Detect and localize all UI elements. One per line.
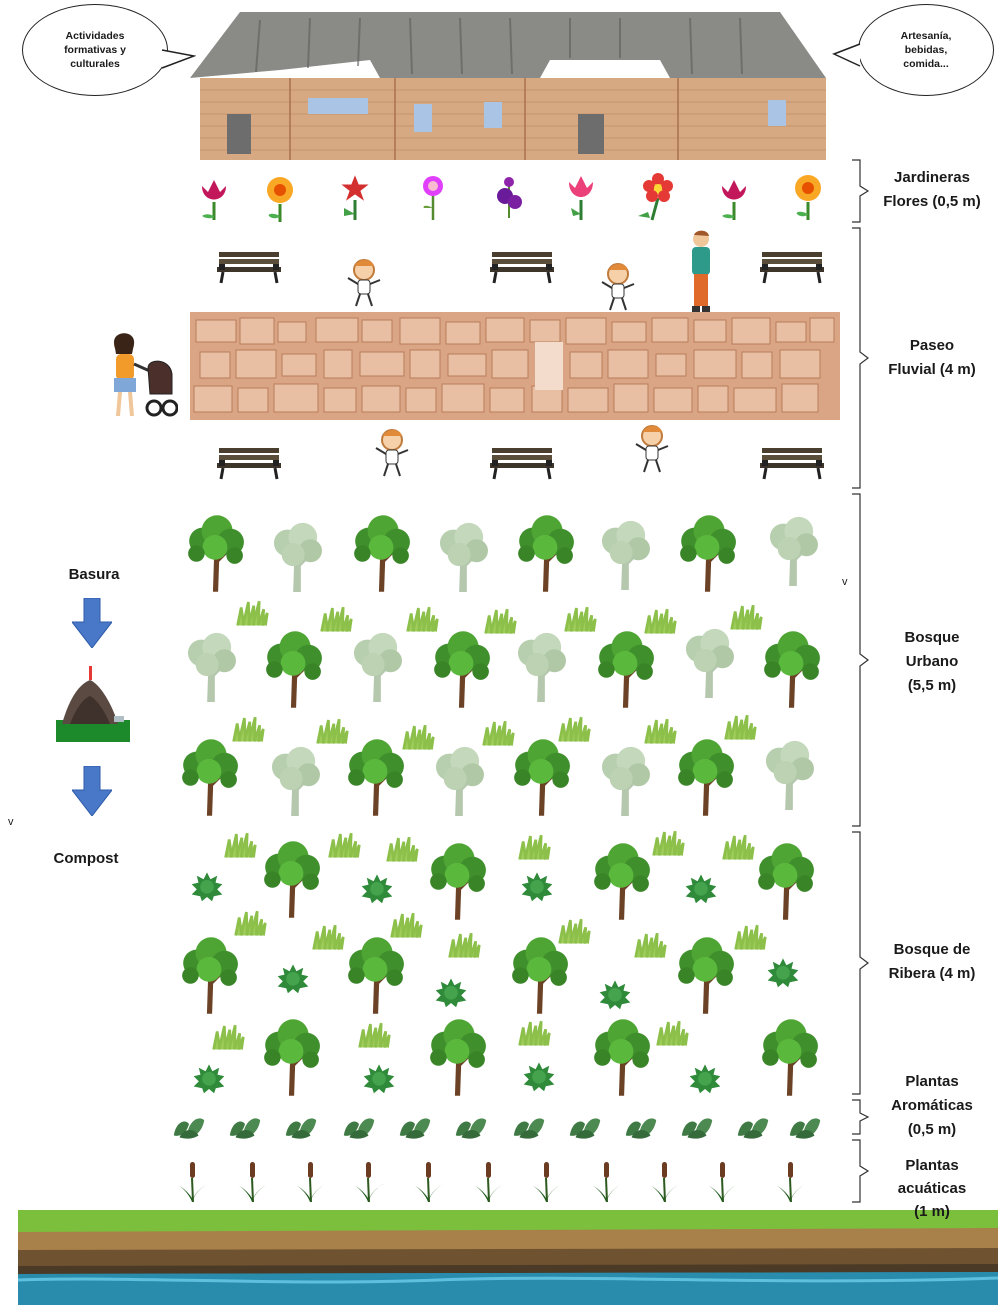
- compost-flow-top-label: Basura: [68, 566, 120, 583]
- child-icon: [344, 258, 384, 308]
- food-speech-bubble: Artesanía, bebidas, comida...: [858, 4, 994, 96]
- riparian-forest: [182, 829, 818, 1096]
- zone-label-acuaticas: Plantas acuáticas (1 m): [897, 1157, 967, 1220]
- light-tree-icon: [769, 516, 818, 586]
- right-bubble-tail: [832, 43, 861, 67]
- aquatic-plants-row: [175, 1161, 807, 1202]
- stray-mark: v: [842, 576, 848, 588]
- zone-brace: [852, 1099, 870, 1135]
- zone-brace: [852, 159, 870, 223]
- purple-orchid-icon: [497, 177, 522, 218]
- bench-icon: [488, 446, 556, 480]
- down-arrow-icon: [72, 598, 112, 648]
- zone-label-jardineras: Jardineras Flores (0,5 m): [883, 169, 981, 210]
- red-flower-icon: [638, 173, 673, 221]
- zone-brace: [852, 227, 869, 489]
- river-bank: [18, 1210, 998, 1305]
- zone-label-paseo: Paseo Fluvial (4 m): [888, 337, 976, 378]
- sunflower-icon: [267, 177, 293, 222]
- compost-flow-bottom-label: Compost: [53, 850, 119, 867]
- tree-icon: [188, 515, 244, 592]
- tulip-magenta-icon: [722, 180, 746, 220]
- tree-icon: [680, 515, 736, 592]
- bench-icon: [758, 446, 826, 480]
- tulip-magenta-icon: [202, 180, 226, 220]
- zone-brace: [852, 831, 869, 1095]
- tree-icon: [354, 515, 410, 592]
- zone-label-bosque-urbano: Bosque Urbano (5,5 m): [904, 629, 960, 694]
- tree-icon: [518, 515, 574, 592]
- light-tree-icon: [601, 520, 650, 590]
- bench-icon: [488, 250, 556, 284]
- compost-heap-icon: [56, 666, 130, 742]
- flower-planters: [202, 172, 821, 222]
- food-bubble-text: Artesanía, bebidas, comida...: [900, 29, 952, 71]
- aromatic-plants-row: [173, 1118, 821, 1139]
- zone-label-aromaticas: Plantas Aromáticas (0,5 m): [891, 1073, 973, 1138]
- child-icon: [372, 428, 412, 478]
- stray-mark: v: [8, 816, 14, 828]
- pink-bud-icon: [423, 176, 443, 220]
- community-building: [190, 12, 826, 160]
- zone-label-bosque-ribera: Bosque de Ribera (4 m): [888, 941, 976, 982]
- tulip-pink-icon: [569, 176, 593, 220]
- stroller-person-icon: [108, 332, 178, 418]
- riverside-stone-path: [190, 312, 840, 420]
- person-icon: [686, 230, 716, 314]
- bench-icon: [758, 250, 826, 284]
- child-icon: [598, 262, 638, 312]
- zone-brace: [852, 493, 869, 827]
- child-icon: [632, 424, 672, 474]
- left-bubble-tail: [161, 49, 196, 69]
- bench-icon: [215, 446, 283, 480]
- light-tree-icon: [273, 522, 322, 592]
- down-arrow-icon: [72, 766, 112, 816]
- activities-bubble-text: Actividades formativas y culturales: [64, 29, 126, 71]
- light-tree-icon: [439, 522, 488, 592]
- star-flower-icon: [338, 172, 372, 220]
- bench-icon: [215, 250, 283, 284]
- sunflower-icon: [795, 175, 821, 220]
- urban-forest: [182, 515, 820, 816]
- zone-brace: [852, 1139, 870, 1203]
- activities-speech-bubble: Actividades formativas y culturales: [22, 4, 168, 96]
